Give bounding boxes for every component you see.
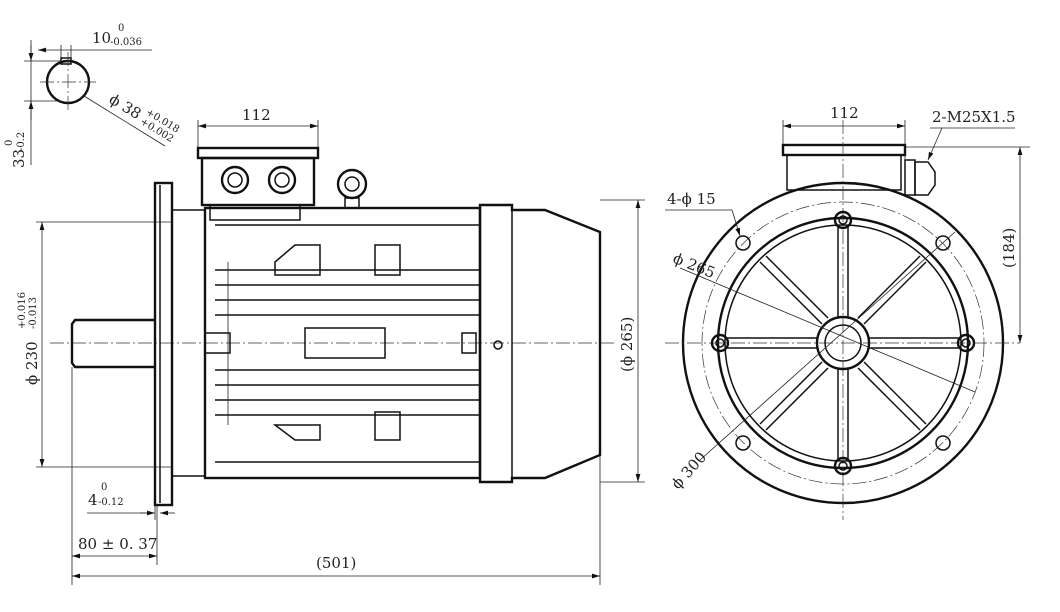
svg-text:0: 0 xyxy=(118,23,124,34)
spigot-depth-dim: 4 xyxy=(88,491,98,509)
height-to-box-dim: (184) xyxy=(1000,228,1018,268)
bosses xyxy=(710,210,976,476)
key-depth-dim: 33 xyxy=(10,149,28,168)
svg-text:+0.016: +0.016 xyxy=(17,292,28,329)
svg-text:-0.12: -0.12 xyxy=(98,497,124,508)
mounting-holes-label: 4-ϕ 15 xyxy=(667,190,716,208)
flange-dia-label: ϕ 300 xyxy=(668,448,711,492)
side-view: 112 ϕ 230 +0.016 -0.013 (ϕ 265) 4 0 -0.1… xyxy=(17,106,645,585)
mounting-holes xyxy=(735,235,951,451)
front-view: 112 2-M25X1.5 (184) 4-ϕ 15 ϕ 265 ϕ 300 xyxy=(665,104,1030,520)
side-terminal-box-width: 112 xyxy=(242,106,271,124)
spokes xyxy=(725,225,961,461)
shaft-length-dim: 80 ± 0. 37 xyxy=(78,535,157,553)
overall-length-dim: (501) xyxy=(316,554,356,572)
cooling-fins xyxy=(215,224,480,463)
body-dia-dim: (ϕ 265) xyxy=(618,317,636,372)
eyebolt xyxy=(336,168,368,200)
svg-text:-0.2: -0.2 xyxy=(16,132,27,151)
mounting-feet-pads xyxy=(272,244,401,441)
cable-gland-label: 2-M25X1.5 xyxy=(932,108,1016,126)
shaft-dia-dim: ϕ 38 xyxy=(106,90,144,123)
cable-gland xyxy=(904,159,916,196)
front-terminal-box-width: 112 xyxy=(830,104,859,122)
spigot-dia-dim: ϕ 230 xyxy=(23,341,41,385)
key-section-view: 10 0 -0.036 ϕ 38 +0.018 +0.002 33 0 -0.2 xyxy=(4,23,181,168)
svg-text:0: 0 xyxy=(4,140,15,146)
svg-text:0: 0 xyxy=(101,482,107,493)
key-width-dim: 10 xyxy=(92,29,111,47)
svg-text:-0.013: -0.013 xyxy=(28,297,39,329)
svg-text:-0.036: -0.036 xyxy=(110,37,142,48)
